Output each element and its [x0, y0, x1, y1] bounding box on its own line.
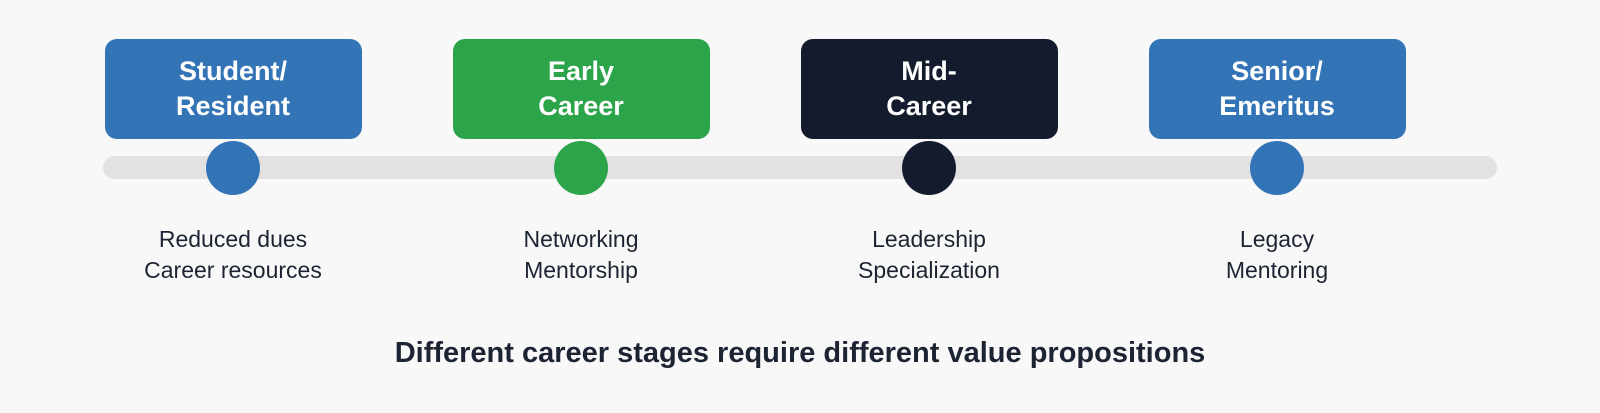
- stage-column: Early Career Networking Mentorship: [407, 39, 755, 286]
- stage-box: Student/ Resident: [104, 39, 362, 139]
- caption: Different career stages require differen…: [394, 337, 1206, 369]
- stage-column: Mid- Career Leadership Specialization: [755, 39, 1103, 286]
- timeline-bar: [103, 156, 1497, 179]
- stage-box: Mid- Career: [800, 39, 1058, 139]
- timeline-dot-icon: [554, 141, 608, 195]
- stage-box: Senior/ Emeritus: [1148, 39, 1406, 139]
- stage-title: Mid- Career: [886, 56, 972, 121]
- stage-title: Student/ Resident: [175, 56, 291, 121]
- stage-column: Senior/ Emeritus Legacy Mentoring: [1103, 39, 1451, 286]
- timeline-dot-icon: [1250, 141, 1304, 195]
- timeline-dot-icon: [206, 141, 260, 195]
- stages-row: Student/ Resident Reduced dues Career re…: [59, 39, 1451, 286]
- timeline-dot-icon: [902, 141, 956, 195]
- stage-column: Student/ Resident Reduced dues Career re…: [59, 39, 407, 286]
- stage-title: Senior/ Emeritus: [1219, 56, 1335, 121]
- stage-box: Early Career: [452, 39, 710, 139]
- stage-benefits-label: Networking Mentorship: [523, 226, 639, 283]
- stage-title: Early Career: [538, 56, 624, 121]
- stage-benefits-label: Reduced dues Career resources: [144, 226, 322, 283]
- stage-benefits-label: Leadership Specialization: [858, 226, 1000, 283]
- stage-benefits-label: Legacy Mentoring: [1225, 226, 1329, 283]
